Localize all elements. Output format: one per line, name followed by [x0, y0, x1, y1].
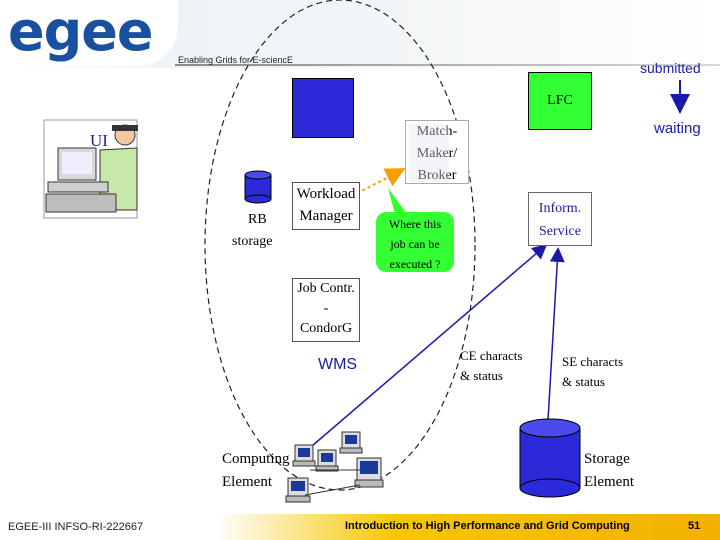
callout-line-1: Where this — [388, 217, 442, 231]
matchmaker-box: Match- Maker/ Broker — [405, 120, 469, 184]
storage-element-label: Storage Element — [584, 448, 634, 494]
page-number: 51 — [688, 520, 701, 532]
se-label-1: SE characts — [562, 354, 624, 369]
ce-label-2: & status — [460, 368, 503, 383]
rb-label: RB — [248, 212, 267, 227]
status-submitted: submitted — [640, 60, 701, 76]
job-controller-box: Job Contr. - CondorG — [292, 278, 360, 342]
tagline: Enabling Grids for E-sciencE — [178, 55, 294, 65]
inform-label-1: Inform. — [538, 201, 582, 216]
storage-label-1: Storage — [584, 451, 630, 467]
workload-label-2: Manager — [299, 208, 353, 224]
workload-label-1: Workload — [296, 186, 356, 202]
ui-label: UI — [90, 131, 108, 150]
header-rule — [175, 64, 720, 66]
rb-storage-cylinder — [244, 170, 272, 204]
matchmaker-label-2: Maker/ — [416, 146, 458, 161]
jobcontr-label-2: - — [323, 301, 329, 316]
jobcontr-label-3: CondorG — [299, 321, 353, 336]
callout-line-3: executed ? — [389, 257, 441, 271]
callout-line-2: job can be — [390, 237, 440, 251]
computing-element-icon — [285, 431, 384, 503]
se-label-2: & status — [562, 374, 605, 389]
lfc-box: LFC — [528, 72, 592, 130]
computing-label-2: Element — [222, 474, 272, 490]
status-waiting: waiting — [654, 120, 701, 137]
top-blue-box — [292, 78, 354, 138]
computing-element-label: Computing Element — [222, 448, 290, 494]
callout-tail — [388, 188, 410, 218]
ce-characts-label: CE characts & status — [460, 346, 522, 386]
storage-label-2: Element — [584, 474, 634, 490]
user-workstation-icon — [43, 119, 138, 219]
matchmaker-shade — [409, 124, 449, 182]
information-service-box: Inform. Service — [528, 192, 592, 246]
se-characts-label: SE characts & status — [562, 352, 623, 392]
jobcontr-label-1: Job Contr. — [297, 281, 355, 296]
logo-background — [0, 0, 178, 66]
matchmaker-label-3: Broker — [417, 168, 457, 183]
se-info-arrow — [547, 247, 565, 421]
ce-info-arrow — [304, 244, 548, 453]
footer-title: Introduction to High Performance and Gri… — [345, 520, 630, 532]
footer-band — [0, 514, 720, 540]
wms-boundary — [204, 0, 476, 491]
computing-label-1: Computing — [222, 451, 290, 467]
matchmaker-label-1: Match- — [416, 124, 458, 139]
storage-element-cylinder — [519, 418, 581, 498]
ce-label-1: CE characts — [460, 348, 523, 363]
footer-project-id: EGEE-III INFSO-RI-222667 — [8, 521, 144, 533]
egee-logo: egee — [8, 0, 154, 63]
match-question-callout: Where this job can be executed ? — [376, 212, 454, 272]
wms-label: WMS — [318, 356, 358, 373]
lfc-label: LFC — [547, 93, 573, 108]
workload-manager-box: Workload Manager — [292, 182, 360, 230]
inform-label-2: Service — [539, 224, 581, 239]
rb-storage-label: storage — [232, 234, 273, 249]
